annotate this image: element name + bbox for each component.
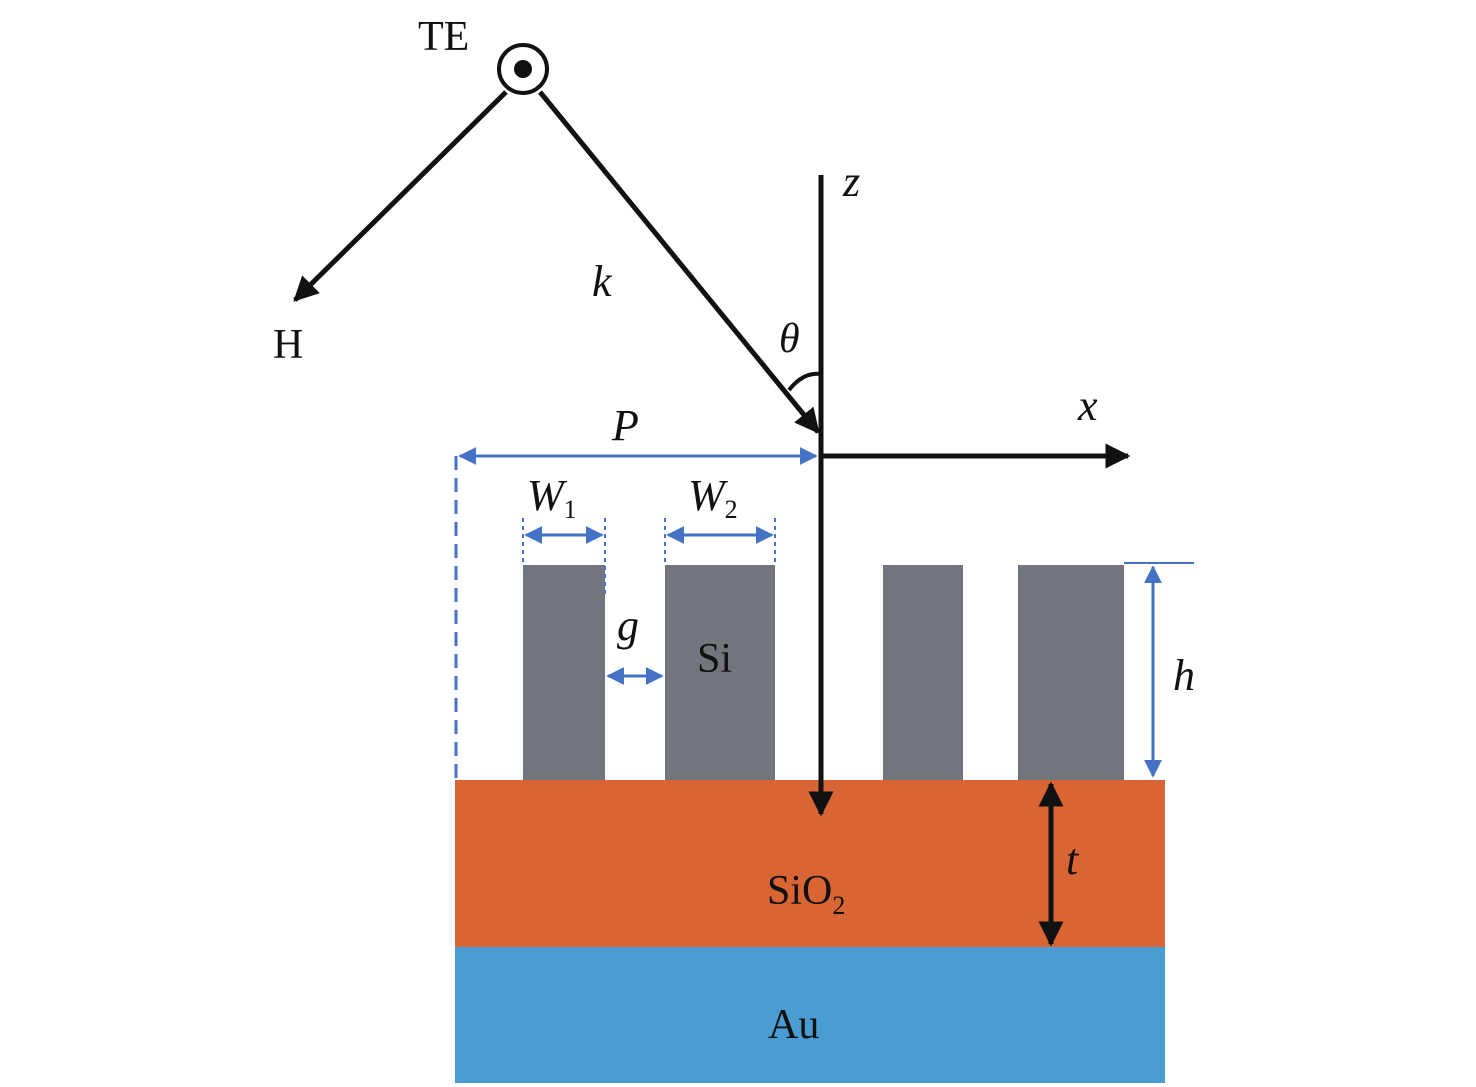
w2-label: W2: [688, 471, 738, 524]
sio2-label: SiO2: [767, 868, 845, 920]
au-label: Au: [768, 1002, 819, 1048]
si-bar-2: [665, 565, 775, 780]
sio2-spacer-layer: [455, 780, 1165, 947]
k-wave-vector: [538, 90, 820, 434]
h-height-label: h: [1173, 651, 1195, 700]
g-label: g: [617, 601, 639, 650]
au-substrate-layer: [455, 947, 1165, 1083]
t-label: t: [1066, 835, 1080, 884]
theta-angle-arc: [787, 371, 822, 392]
si-label: Si: [697, 636, 732, 682]
k-label: k: [592, 257, 613, 306]
si-bar-1: [523, 565, 605, 780]
z-axis-label: z: [842, 157, 860, 206]
si-bar-3: [883, 565, 963, 780]
x-axis-label: x: [1077, 381, 1098, 430]
w1-label: W1: [527, 471, 577, 524]
p-label: P: [611, 401, 639, 450]
h-field-vector: [293, 90, 508, 302]
si-bar-4: [1018, 565, 1124, 780]
te-polarization-dot: [514, 60, 532, 78]
h-field-label: H: [273, 322, 303, 368]
te-label: TE: [418, 14, 469, 60]
theta-label: θ: [779, 316, 800, 362]
